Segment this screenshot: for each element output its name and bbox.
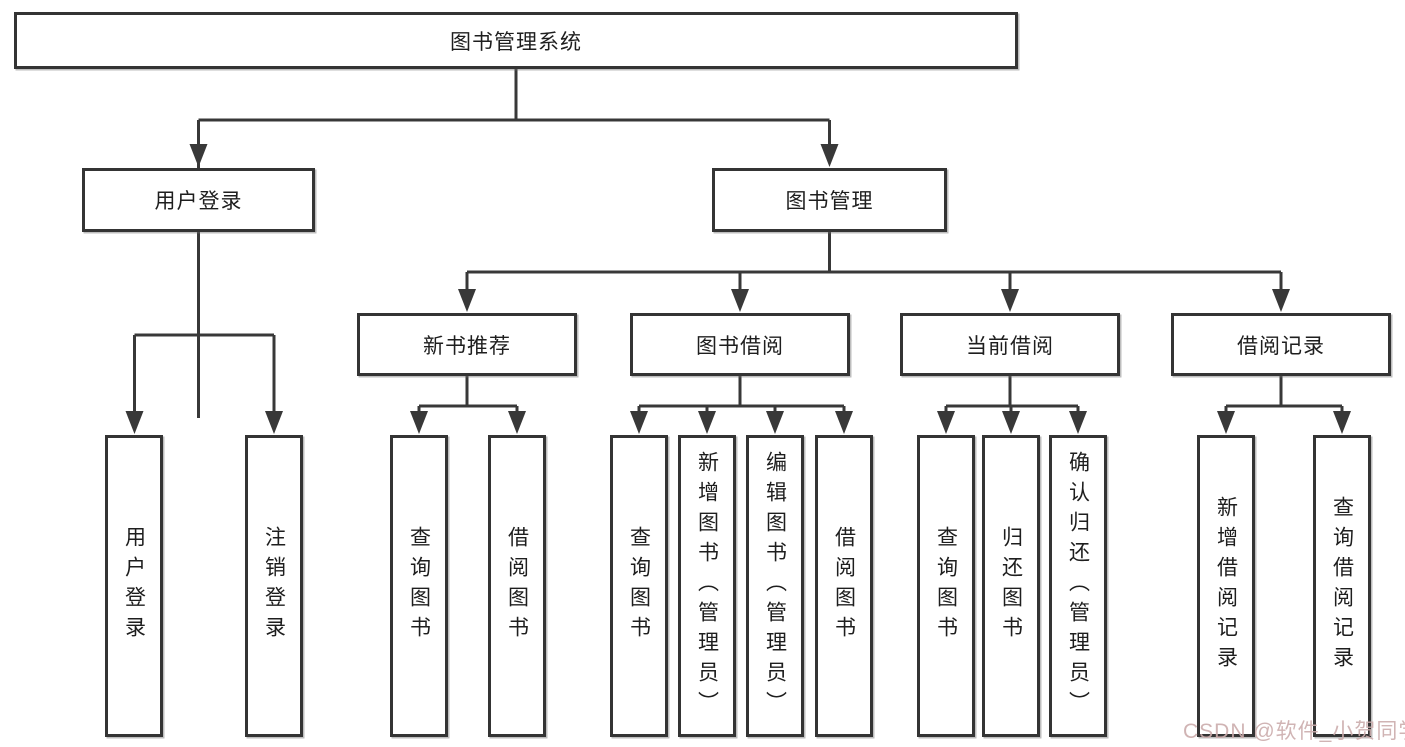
node-user-login: 用户登录 <box>82 168 315 232</box>
node-book-management: 图书管理 <box>712 168 947 232</box>
node-borrow-books-borrowing: 借阅图书 <box>815 435 873 737</box>
node-query-books-borrowing: 查询图书 <box>610 435 668 737</box>
node-new-book-recommend: 新书推荐 <box>357 313 577 376</box>
arrow-l4-1 <box>125 411 144 434</box>
node-label: 查询图书 <box>627 526 651 646</box>
node-label: 用户登录 <box>154 190 243 213</box>
node-label: 图书管理 <box>785 190 874 213</box>
node-return-books: 归还图书 <box>982 435 1040 737</box>
arrow-l4-7 <box>766 411 784 434</box>
node-edit-book-admin: 编辑图书（管理员） <box>746 435 804 737</box>
node-query-books-current: 查询图书 <box>917 435 975 737</box>
arrow-l4-10 <box>1002 411 1020 434</box>
node-add-book-admin: 新增图书（管理员） <box>678 435 736 737</box>
node-label: 当前借阅 <box>966 334 1054 358</box>
connector-new-book-subtree <box>417 376 519 418</box>
node-label: 借阅图书 <box>832 526 856 646</box>
node-label: 归还图书 <box>999 526 1023 646</box>
node-add-borrow-record: 新增借阅记录 <box>1197 435 1255 737</box>
node-borrowing-records: 借阅记录 <box>1171 313 1391 376</box>
node-label: 新增借阅记录 <box>1214 496 1238 676</box>
arrow-l4-9 <box>937 411 955 434</box>
arrow-to-borrow-record <box>1272 289 1290 312</box>
arrow-to-new-book <box>458 289 476 312</box>
arrow-l4-8 <box>835 411 853 434</box>
node-label: 查询借阅记录 <box>1330 496 1354 676</box>
node-label: 编辑图书（管理员） <box>763 451 787 721</box>
node-current-borrowing: 当前借阅 <box>900 313 1120 376</box>
node-label: 新增图书（管理员） <box>695 451 719 721</box>
node-confirm-return-admin: 确认归还（管理员） <box>1049 435 1107 737</box>
node-label: 图书借阅 <box>696 334 784 358</box>
connector-book-borrow-subtree <box>637 376 846 418</box>
node-library-management-system: 图书管理系统 <box>14 12 1018 69</box>
arrow-l4-6 <box>698 411 716 434</box>
node-book-borrowing: 图书借阅 <box>630 313 850 376</box>
node-label: 查询图书 <box>407 526 431 646</box>
arrow-to-book-borrow <box>731 289 749 312</box>
arrow-l4-11 <box>1069 411 1087 434</box>
node-borrow-books-recommend: 借阅图书 <box>488 435 546 737</box>
arrow-to-user-login <box>189 144 208 167</box>
node-label: 借阅记录 <box>1237 334 1325 358</box>
arrow-l4-3 <box>410 411 428 434</box>
arrow-l4-2 <box>265 411 283 434</box>
arrow-l4-13 <box>1333 411 1351 434</box>
arrowheads <box>125 144 1351 434</box>
node-label: 用户登录 <box>122 526 146 646</box>
watermark-text: CSDN @软件_小贺同学 <box>1183 720 1405 743</box>
node-label: 图书管理系统 <box>450 30 582 54</box>
node-query-borrow-record: 查询借阅记录 <box>1313 435 1371 737</box>
node-query-books-recommend: 查询图书 <box>390 435 448 737</box>
node-label: 注销登录 <box>262 526 286 646</box>
arrow-to-current-borrow <box>1001 289 1019 312</box>
arrow-l4-12 <box>1217 411 1235 434</box>
arrow-l4-5 <box>630 411 648 434</box>
node-label: 借阅图书 <box>505 526 529 646</box>
node-label: 查询图书 <box>934 526 958 646</box>
arrow-to-book-mgmt <box>820 144 839 167</box>
node-label: 新书推荐 <box>423 334 511 358</box>
node-user-login-leaf: 用户登录 <box>105 435 163 737</box>
node-logout: 注销登录 <box>245 435 303 737</box>
arrow-l4-4 <box>508 411 526 434</box>
connector-borrow-record-subtree <box>1224 376 1344 418</box>
node-label: 确认归还（管理员） <box>1066 451 1090 721</box>
